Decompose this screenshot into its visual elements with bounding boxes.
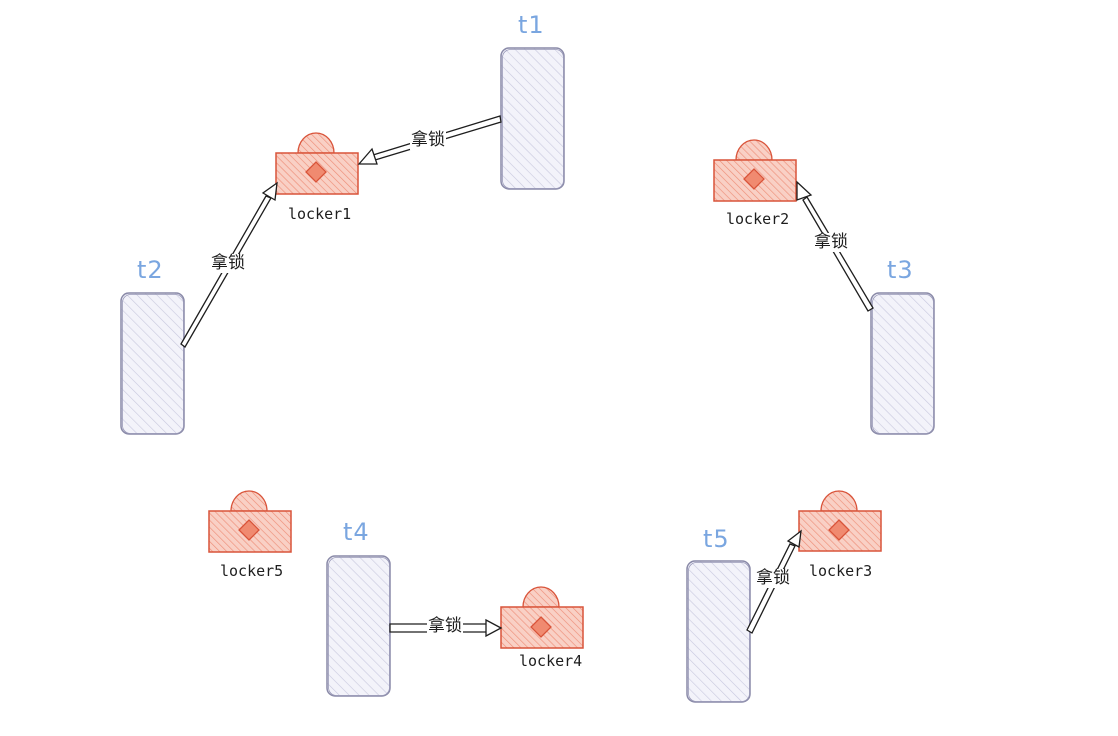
lock-icon[interactable] [275,132,359,195]
thread-label-t5: t5 [703,525,730,553]
lock-icon[interactable] [713,139,797,202]
thread-t5[interactable] [686,560,751,703]
thread-t1[interactable] [500,47,565,190]
lock-label-locker4: locker4 [519,652,583,670]
thread-t2[interactable] [120,292,185,435]
lock-label-locker3: locker3 [809,562,873,580]
lock-label-locker5: locker5 [220,562,284,580]
edge-label-t5-locker3: 拿锁 [755,568,791,588]
thread-label-t3: t3 [887,256,914,284]
thread-t4[interactable] [326,555,391,697]
lock-label-locker2: locker2 [726,210,790,228]
thread-label-t1: t1 [518,11,545,39]
thread-t3[interactable] [870,292,935,435]
lock-icon[interactable] [798,490,882,552]
lock-icon[interactable] [208,490,292,553]
lock-icon[interactable] [500,586,584,649]
thread-label-t4: t4 [343,518,370,546]
edge-label-t4-locker4: 拿锁 [427,616,463,636]
edge-label-t1-locker1: 拿锁 [410,130,446,150]
edge-label-t3-locker2: 拿锁 [813,232,849,252]
lock-label-locker1: locker1 [288,205,352,223]
edge-label-t2-locker1: 拿锁 [210,253,246,273]
thread-label-t2: t2 [137,256,164,284]
